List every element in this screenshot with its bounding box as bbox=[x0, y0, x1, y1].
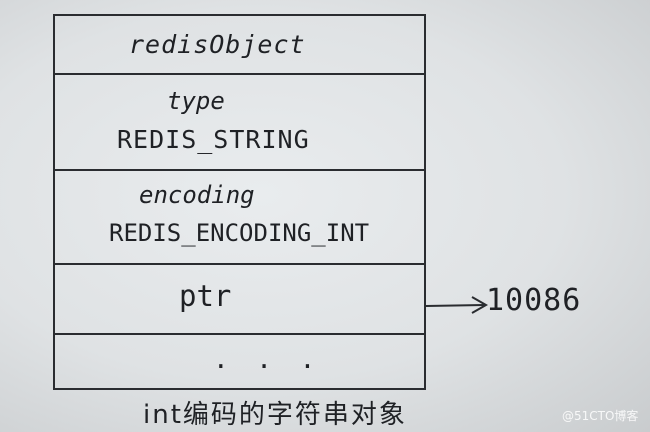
type-field-label: type bbox=[167, 87, 225, 115]
ptr-target-value: 10086 bbox=[486, 283, 582, 318]
diagram-caption: int编码的字符串对象 bbox=[143, 400, 407, 430]
struct-header-row: redisObject bbox=[55, 16, 424, 75]
ellipsis: . . . bbox=[213, 345, 322, 375]
ptr-arrow-icon bbox=[425, 296, 489, 314]
encoding-row: encoding REDIS_ENCODING_INT bbox=[55, 171, 424, 265]
more-fields-row: . . . bbox=[55, 335, 424, 390]
encoding-field-value: REDIS_ENCODING_INT bbox=[109, 219, 370, 247]
redis-object-struct: redisObject type REDIS_STRING encoding R… bbox=[53, 14, 426, 390]
type-field-value: REDIS_STRING bbox=[117, 125, 310, 154]
ptr-row: ptr bbox=[55, 265, 424, 335]
watermark: @51CTO博客 bbox=[562, 409, 639, 423]
struct-title: redisObject bbox=[129, 30, 306, 59]
type-row: type REDIS_STRING bbox=[55, 75, 424, 171]
ptr-field-label: ptr bbox=[179, 279, 232, 313]
encoding-field-label: encoding bbox=[139, 181, 255, 209]
